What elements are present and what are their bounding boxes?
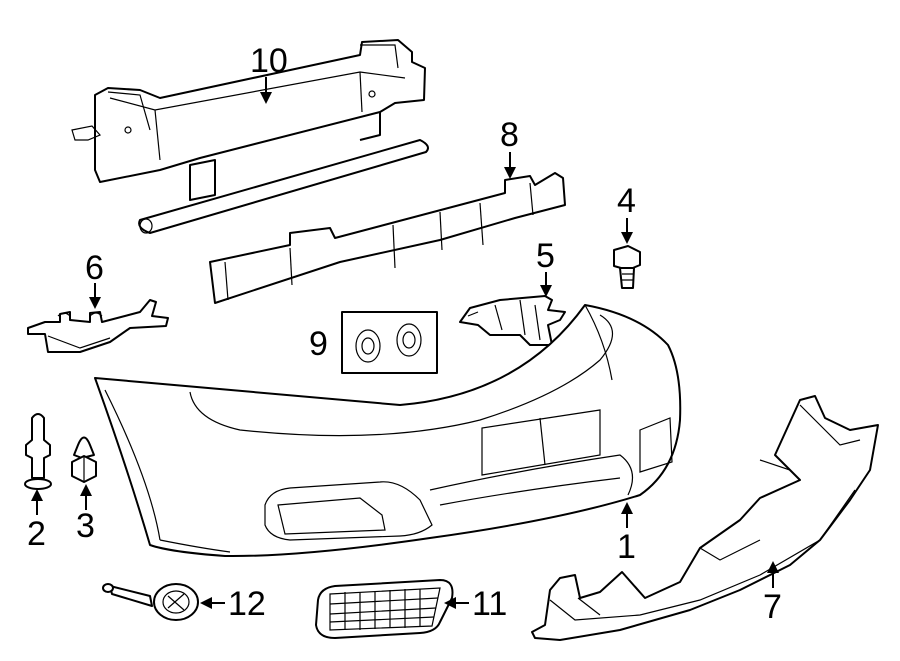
- callout-11: 11: [472, 585, 507, 623]
- callout-2: 2: [27, 515, 46, 553]
- side-bracket-left: [27, 299, 169, 353]
- grommet-kit: [341, 311, 438, 374]
- fog-lamp-grille: [315, 579, 454, 639]
- sensor-with-harness: [102, 583, 199, 621]
- callout-6: 6: [85, 249, 104, 287]
- callout-7: 7: [763, 588, 782, 626]
- callout-4: 4: [617, 182, 636, 220]
- callout-9: 9: [309, 325, 328, 363]
- bolt: [613, 245, 641, 289]
- hex-nut: [71, 436, 97, 483]
- bumper-cover: [94, 304, 682, 558]
- valance-panel: [531, 395, 879, 641]
- side-bracket-right: [459, 295, 566, 346]
- callout-1: 1: [617, 528, 636, 566]
- callout-8: 8: [500, 116, 519, 154]
- callout-labels: 10 8 4 5 6 9 2 3 1 7 11 12: [27, 42, 782, 626]
- push-pin-retainer: [24, 413, 52, 490]
- callout-10: 10: [250, 42, 288, 80]
- callout-5: 5: [536, 237, 555, 275]
- callout-3: 3: [76, 507, 95, 545]
- energy-absorber: [209, 172, 566, 304]
- callout-12: 12: [228, 585, 266, 623]
- callout-arrows: [31, 77, 779, 609]
- reinforcement-beam: [71, 39, 429, 234]
